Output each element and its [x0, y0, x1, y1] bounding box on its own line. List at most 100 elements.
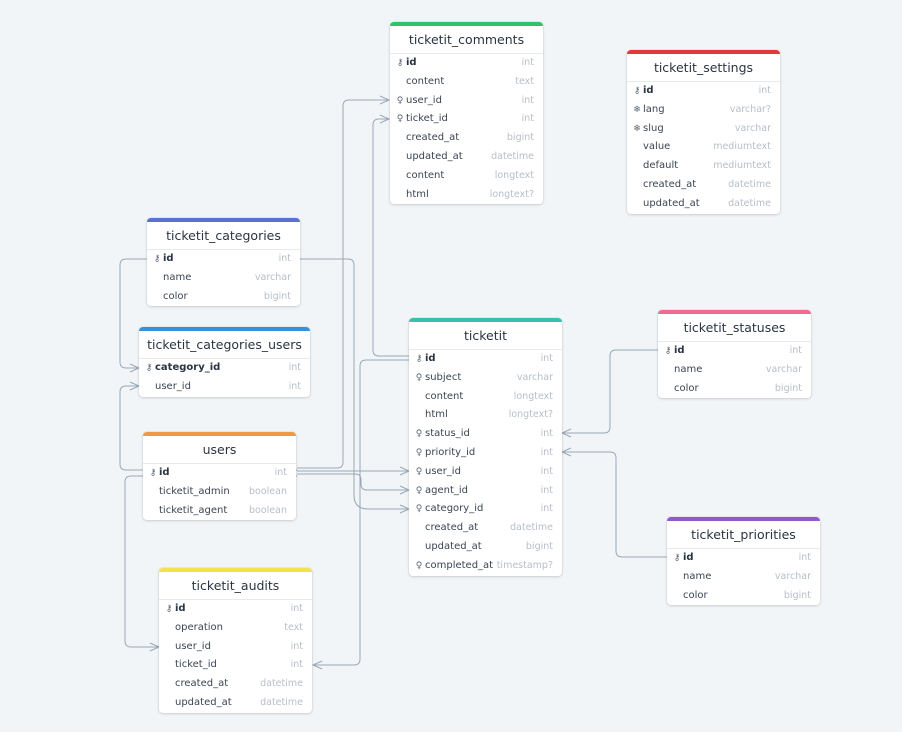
key-icon: ⚷ [149, 468, 157, 478]
field-name: id [175, 603, 186, 614]
table-header[interactable]: users [143, 432, 296, 464]
table-header[interactable]: ticketit_comments [390, 22, 543, 54]
field-type: varchar [254, 271, 291, 283]
crowfoot-comments-user [379, 95, 391, 105]
field-name: ticket_id [175, 659, 217, 671]
field-type: datetime [728, 197, 771, 209]
field-type: int [540, 465, 553, 477]
field-type: int [521, 57, 534, 68]
field-name: id [425, 353, 436, 364]
field-row[interactable]: ♀status_id int [409, 425, 562, 444]
field-type: datetime [510, 522, 553, 534]
table-header[interactable]: ticketit_audits [159, 568, 312, 600]
field-type: text [284, 621, 303, 633]
table-header[interactable]: ticketit_categories_users [139, 327, 310, 359]
field-type: longtext? [508, 409, 553, 421]
field-name: ticketit_agent [159, 504, 228, 516]
field-type: bigint [525, 540, 553, 552]
table-header[interactable]: ticketit_categories [147, 218, 300, 250]
field-type: datetime [260, 678, 303, 690]
table-header[interactable]: ticketit_settings [627, 50, 780, 82]
field-type: int [521, 113, 534, 125]
link-pin-icon: ♀ [415, 447, 423, 458]
connector-ticket-audits [313, 359, 409, 666]
field-name: category_id [425, 503, 484, 515]
field-type: bigint [783, 589, 811, 601]
field-type: int [798, 552, 811, 563]
key-icon: ⚷ [415, 354, 423, 364]
field-row[interactable]: ticketit_agent boolean [143, 502, 296, 521]
table-header[interactable]: ticketit [409, 318, 562, 350]
field-type: int [758, 85, 771, 96]
field-name: updated_at [175, 696, 232, 708]
table-header[interactable]: ticketit_priorities [667, 517, 820, 549]
table-header[interactable]: ticketit_statuses [658, 310, 811, 342]
field-type: boolean [249, 504, 287, 516]
link-pin-icon: ♀ [415, 429, 423, 440]
crowfoot-users-audits [149, 642, 161, 652]
field-name: id [159, 467, 170, 478]
field-type: int [288, 380, 301, 392]
field-type: int [274, 467, 287, 478]
field-row[interactable]: ⚷id int [143, 464, 296, 483]
field-name: status_id [425, 428, 470, 440]
crowfoot-ticket-audits [311, 660, 323, 670]
field-type: int [521, 94, 534, 106]
field-type: int [789, 345, 802, 356]
field-type: int [540, 428, 553, 440]
